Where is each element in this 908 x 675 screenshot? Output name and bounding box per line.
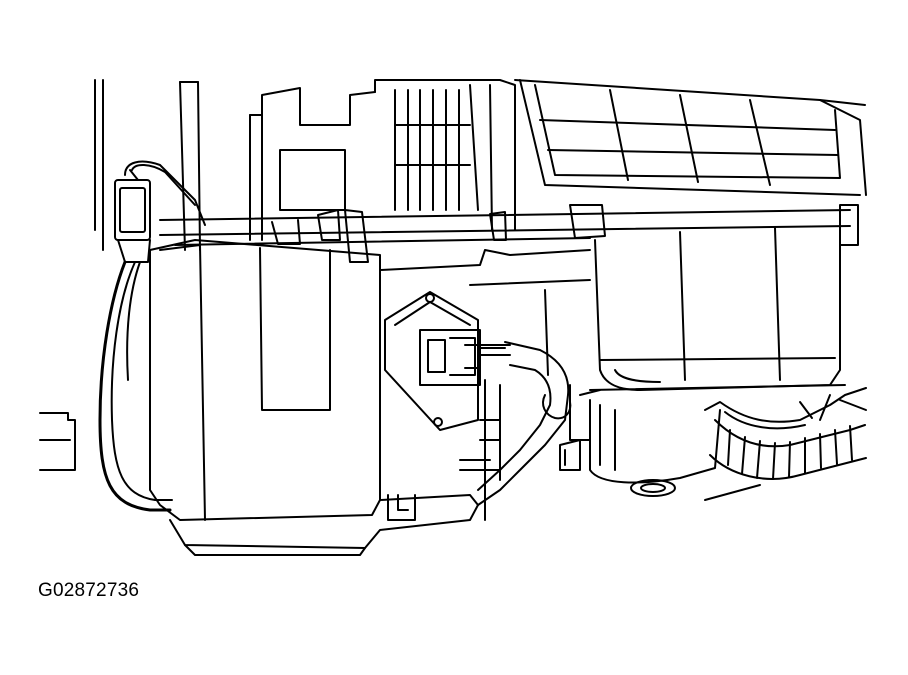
actuator-rod [160, 205, 858, 262]
corrugated-hose [710, 420, 866, 479]
lower-right-frame [380, 250, 600, 395]
blower-motor-resistor [385, 292, 480, 430]
blower-cage [570, 228, 845, 440]
right-harness [705, 388, 866, 500]
blower-housing [150, 240, 478, 555]
figure-id-label: G02872736 [38, 580, 140, 601]
filter-grid [515, 80, 866, 195]
left-frame [40, 80, 103, 470]
center-grille [395, 85, 492, 230]
blower-motor [560, 400, 720, 496]
left-connector [115, 170, 150, 262]
left-wire-harness [100, 162, 205, 510]
resistor-harness [460, 342, 570, 520]
